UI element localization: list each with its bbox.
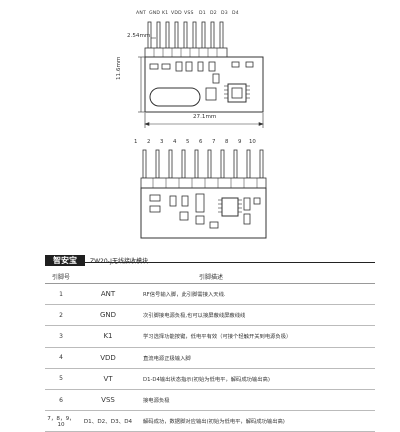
pin-label-gnd: GND bbox=[149, 11, 161, 16]
pin-name-cell: VSS bbox=[77, 389, 139, 412]
table-row: 6 VSS 接电源负极 bbox=[45, 389, 375, 412]
pin-number-cell: 4 bbox=[45, 347, 77, 369]
pin-name-cell: VT bbox=[77, 368, 139, 390]
pin-number-cell: 5 bbox=[45, 368, 77, 390]
brand-logo: 智安宝 bbox=[45, 255, 85, 266]
crystal bbox=[149, 87, 201, 107]
pin-number-cell: 7，8，9，10 bbox=[45, 410, 77, 432]
pin-number-6: 6 bbox=[199, 139, 203, 145]
table-row: 2 GND 次引脚接电源负极,也可以接屏蔽线屏蔽线线 bbox=[45, 304, 375, 327]
pin-number-7: 7 bbox=[212, 139, 216, 145]
pin-number-3: 3 bbox=[160, 139, 164, 145]
pin-number-cell: 2 bbox=[45, 304, 77, 327]
pin-label-d1: D1 bbox=[199, 11, 206, 16]
table-row: 3 K1 学习选择功能按键，低电平有效（可接个轻触开关到电源负极） bbox=[45, 325, 375, 348]
pin-number-8: 8 bbox=[225, 139, 229, 145]
pin-number-2: 2 bbox=[147, 139, 151, 145]
pin-label-d3: D3 bbox=[221, 11, 228, 16]
pin-label-vdd: VDD bbox=[171, 11, 182, 16]
module-title: ZW20-J无线接收模块 bbox=[90, 258, 148, 265]
header-pin-description: 引脚描述 bbox=[139, 270, 375, 284]
pin-label-k1: K1 bbox=[162, 11, 169, 16]
pin-label-ant: ANT bbox=[136, 11, 146, 16]
dim-width: 27.1mm bbox=[193, 114, 217, 120]
pin-number-4: 4 bbox=[173, 139, 177, 145]
pin-label-d2: D2 bbox=[210, 11, 217, 16]
dim-pitch: 2.54mm bbox=[127, 33, 151, 39]
title-divider bbox=[85, 262, 375, 264]
pin-desc-cell: 学习选择功能按键，低电平有效（可接个轻触开关到电源负极） bbox=[139, 325, 375, 348]
pin-number-9: 9 bbox=[238, 139, 242, 145]
pin-desc-cell: 次引脚接电源负极,也可以接屏蔽线屏蔽线线 bbox=[139, 304, 375, 327]
pin-desc-cell: 直流电源正极输入脚 bbox=[139, 347, 375, 369]
pin-name-cell: VDD bbox=[77, 347, 139, 369]
pin-number-cell: 6 bbox=[45, 389, 77, 412]
pin-name-cell: K1 bbox=[77, 325, 139, 348]
pin-desc-cell: RF信号输入脚，此引脚需接入天线. bbox=[139, 282, 375, 306]
pin-description-table: 引脚号 引脚描述 1 ANT RF信号输入脚，此引脚需接入天线. 2 GND 次… bbox=[45, 270, 375, 432]
top-module-drawing bbox=[138, 21, 264, 128]
pin-name-cell: ANT bbox=[77, 282, 139, 306]
table-row: 7，8，9，10 D1、D2、D3、D4 解码成功，数据脚对应输出(初始为低电平… bbox=[45, 410, 375, 432]
header-strip bbox=[144, 47, 228, 58]
pin-name-cell: D1、D2、D3、D4 bbox=[77, 410, 139, 432]
pin-desc-cell: 解码成功，数据脚对应输出(初始为低电平，解码成功输出高) bbox=[139, 410, 375, 432]
pin-number-5: 5 bbox=[186, 139, 190, 145]
table-row: 5 VT D1-D4输出状态指示(初始为低电平，解码成功输出高) bbox=[45, 368, 375, 390]
pin-desc-cell: 接电源负极 bbox=[139, 389, 375, 412]
pin-number-cell: 3 bbox=[45, 325, 77, 348]
pin-label-d4: D4 bbox=[232, 11, 239, 16]
pin-label-vss: VSS bbox=[184, 11, 194, 16]
dim-height: 11.6mm bbox=[116, 56, 122, 80]
table-header-row: 引脚号 引脚描述 bbox=[45, 270, 375, 284]
bottom-pcb bbox=[140, 187, 267, 239]
table-row: 4 VDD 直流电源正极输入脚 bbox=[45, 347, 375, 369]
pin-number-10: 10 bbox=[249, 139, 256, 145]
pin-desc-cell: D1-D4输出状态指示(初始为低电平，解码成功输出高) bbox=[139, 368, 375, 390]
table-row: 1 ANT RF信号输入脚，此引脚需接入天线. bbox=[45, 282, 375, 306]
pin-number-cell: 1 bbox=[45, 282, 77, 306]
bottom-header-strip bbox=[140, 177, 267, 189]
second-module-drawing bbox=[140, 149, 267, 239]
pin-name-cell: GND bbox=[77, 304, 139, 327]
header-pin-number: 引脚号 bbox=[45, 270, 77, 284]
pin-number-1: 1 bbox=[134, 139, 138, 145]
